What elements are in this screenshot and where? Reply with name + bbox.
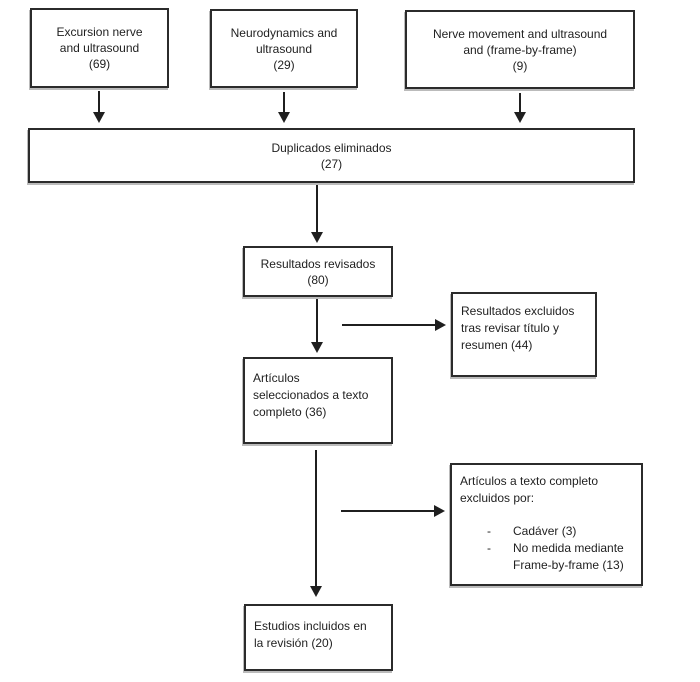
arrow-to-excluded-title-line (342, 324, 436, 326)
node-line: (69) (88, 57, 111, 71)
bullet-dash-icon: - (487, 541, 491, 555)
node-line: ultrasound (255, 41, 313, 56)
node-line: and (frame-by-frame) (463, 42, 577, 57)
node-line: Artículos a texto completo (460, 474, 599, 488)
arrow-excursion-to-duplicates-line (98, 91, 100, 114)
arrow-duplicates-to-reviewed-line (316, 185, 318, 233)
arrow-nerve-movement-to-duplicates-line (519, 93, 521, 114)
node-articulos-seleccionados-texto-completo: Artículos seleccionados a texto completo… (243, 357, 393, 444)
arrow-neurodynamics-to-duplicates-head-icon (278, 112, 290, 123)
bullet-text: No medida mediante Frame-by-frame (13) (513, 541, 624, 572)
node-line: (27) (320, 156, 343, 171)
node-line: (9) (512, 58, 528, 73)
arrow-fulltext-to-included-head-icon (310, 586, 322, 597)
node-resultados-excluidos-titulo-resumen: Resultados excluidos tras revisar título… (451, 292, 597, 377)
node-line: tras revisar título y (461, 321, 560, 335)
node-neurodynamics-ultrasound: Neurodynamics and ultrasound (29) (210, 9, 358, 88)
node-line: seleccionados a texto (253, 388, 369, 402)
node-line: la revisión (20) (254, 636, 333, 650)
node-estudios-incluidos-revision: Estudios incluidos en la revisión (20) (244, 604, 393, 671)
exclusion-reason-item: - Cadáver (3) (487, 523, 636, 540)
node-line: (29) (273, 57, 295, 72)
arrow-nerve-movement-to-duplicates-head-icon (514, 112, 526, 123)
node-line: Artículos (253, 371, 300, 385)
node-resultados-revisados: Resultados revisados (80) (243, 246, 393, 297)
arrow-neurodynamics-to-duplicates-line (283, 92, 285, 114)
node-line: Nerve movement and ultrasound (432, 26, 608, 41)
node-line: completo (36) (253, 405, 327, 419)
arrow-to-excluded-title-head-icon (435, 319, 446, 331)
node-line: and ultrasound (59, 41, 140, 55)
node-line: excluidos por: (460, 491, 535, 505)
bullet-dash-icon: - (487, 524, 491, 538)
arrow-fulltext-to-included-line (315, 450, 317, 587)
arrow-duplicates-to-reviewed-head-icon (311, 232, 323, 243)
node-line: Neurodynamics and (230, 25, 338, 40)
arrow-to-excluded-fulltext-head-icon (434, 505, 445, 517)
node-excursion-nerve-ultrasound: Excursion nerve and ultrasound (69) (30, 8, 169, 88)
node-nerve-movement-frame-by-frame: Nerve movement and ultrasound and (frame… (405, 10, 635, 89)
node-line: resumen (44) (461, 338, 533, 352)
node-articulos-texto-completo-excluidos: Artículos a texto completo excluidos por… (450, 463, 643, 586)
arrow-excursion-to-duplicates-head-icon (93, 112, 105, 123)
node-line: Resultados excluidos (461, 304, 575, 318)
node-line: Resultados revisados (260, 256, 376, 271)
node-duplicados-eliminados: Duplicados eliminados (27) (28, 128, 635, 183)
node-line: (80) (307, 272, 329, 287)
exclusion-reason-item: - No medida mediante Frame-by-frame (13) (487, 540, 636, 574)
node-line: Duplicados eliminados (271, 140, 392, 155)
bullet-text: Cadáver (3) (513, 524, 577, 538)
exclusion-reason-list: - Cadáver (3) - No medida mediante Frame… (460, 523, 636, 574)
arrow-reviewed-to-fulltext-head-icon (311, 342, 323, 353)
node-line: Excursion nerve (56, 25, 143, 39)
node-line: Estudios incluidos en (254, 619, 367, 633)
arrow-reviewed-to-fulltext-line (316, 299, 318, 343)
arrow-to-excluded-fulltext-line (341, 510, 435, 512)
